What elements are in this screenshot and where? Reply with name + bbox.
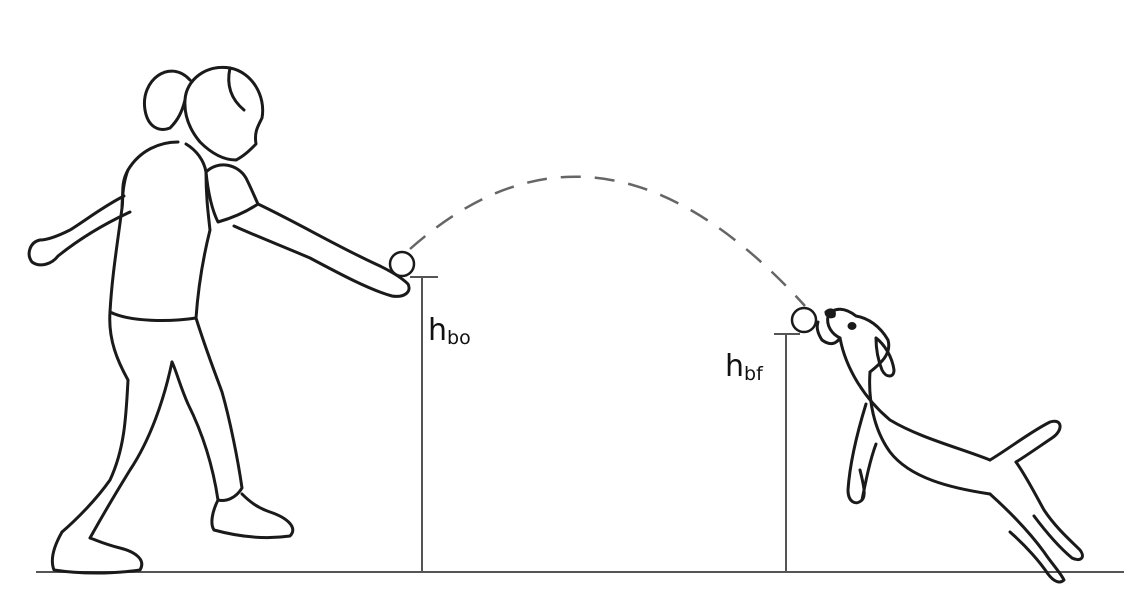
final-height-label-main: h: [725, 349, 745, 384]
dog-figure: [815, 307, 1084, 584]
ball-initial: [388, 250, 416, 278]
girl-figure: [27, 65, 411, 575]
final-height-label: hbf: [725, 349, 763, 385]
height-marker-initial: [410, 276, 438, 572]
initial-height-label-sub: bo: [447, 327, 471, 349]
final-height-label-sub: bf: [744, 363, 763, 385]
initial-height-label: hbo: [428, 313, 471, 349]
ball-final: [790, 306, 818, 334]
initial-height-label-main: h: [428, 313, 448, 348]
height-marker-final: [774, 333, 800, 572]
ball-trajectory: [409, 175, 806, 307]
